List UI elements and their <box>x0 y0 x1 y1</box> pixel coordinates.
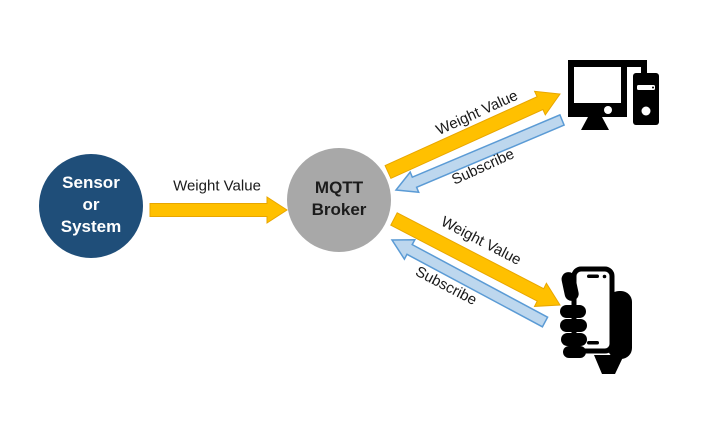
sensor-node-label: Sensor or System <box>31 172 151 238</box>
broker-node-circle <box>287 148 391 252</box>
desktop-computer-icon <box>568 60 659 130</box>
broker-node-label: MQTT Broker <box>279 177 399 221</box>
publish-arrow-sensor-to-broker <box>149 196 288 224</box>
weight-value-label-sensor-to-broker: Weight Value <box>173 177 261 195</box>
publish-arrow-broker-to-phone <box>390 212 561 307</box>
subscribe-arrow-phone-to-broker <box>390 239 549 328</box>
subscribe-arrow-computer-to-broker <box>394 113 566 194</box>
sensor-node-circle <box>39 154 143 258</box>
hand-holding-phone-icon <box>560 266 632 374</box>
sensor-label-line2: or <box>82 195 100 214</box>
sensor-label-line1: Sensor <box>62 173 120 192</box>
broker-label-line1: MQTT <box>314 178 364 197</box>
publish-arrow-broker-to-computer <box>384 90 561 180</box>
sensor-label-line3: System <box>60 217 122 236</box>
broker-label-line2: Broker <box>311 200 367 219</box>
